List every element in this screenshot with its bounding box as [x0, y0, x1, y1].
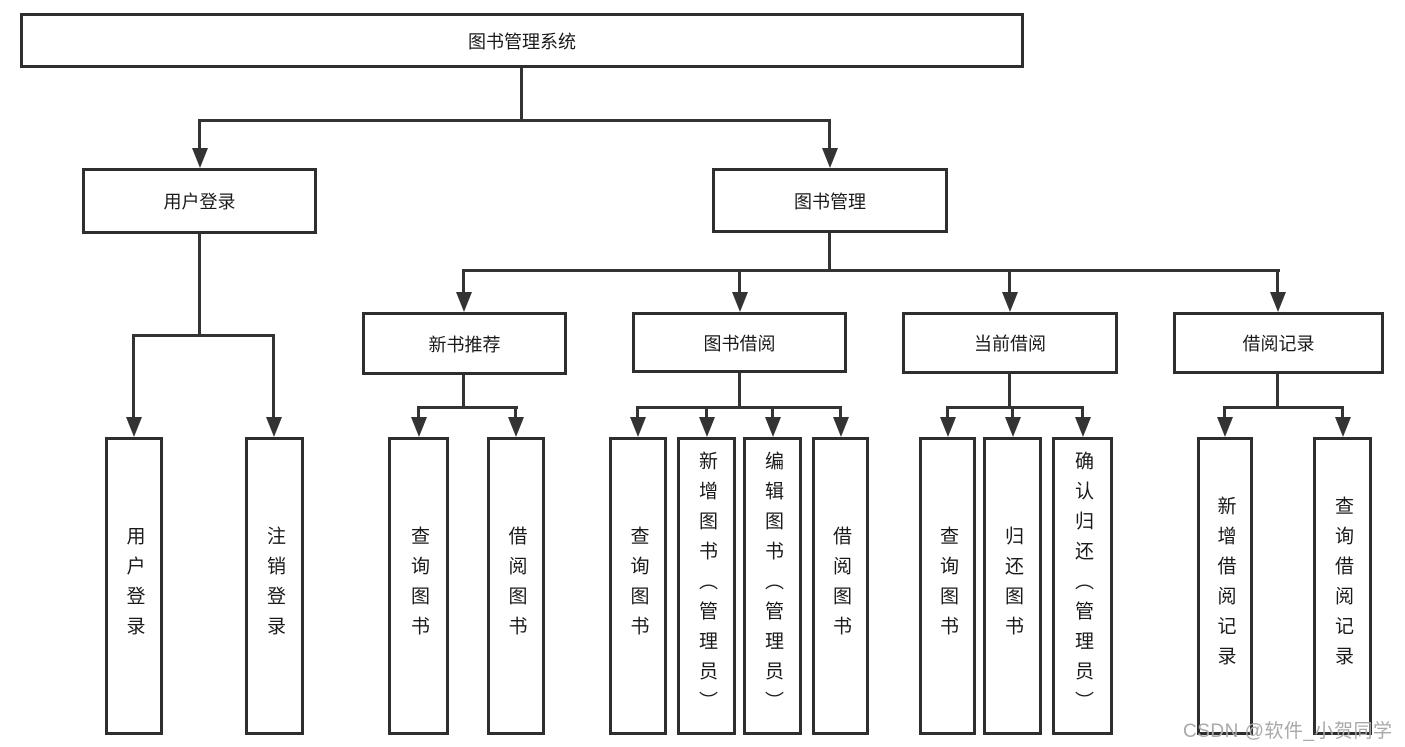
node-label: 确认归还（管理员）: [1072, 451, 1093, 721]
arrow-down-icon: [1334, 406, 1351, 437]
arrow-down-icon: [1269, 269, 1286, 312]
connector-hline: [946, 406, 1084, 409]
node-label: 查询图书: [937, 526, 958, 646]
node-label: 归还图书: [1002, 526, 1023, 646]
node-label: 图书管理: [794, 191, 866, 212]
arrow-down-icon: [265, 334, 282, 437]
connector-hline: [636, 406, 842, 409]
connector-hline: [417, 406, 518, 409]
connector-hline: [199, 119, 831, 122]
arrow-down-icon: [731, 269, 748, 312]
node-label: 查询图书: [408, 526, 429, 646]
leaf-borrow-books: 借阅图书: [812, 437, 869, 735]
node-label: 图书借阅: [703, 333, 776, 354]
node-book-management: 图书管理: [712, 168, 948, 233]
node-label: 当前借阅: [974, 334, 1046, 354]
connector-vline: [462, 374, 465, 409]
connector-vline: [520, 68, 523, 120]
leaf-user-login: 用户登录: [105, 437, 163, 735]
arrow-down-icon: [410, 406, 427, 437]
node-label: 注销登录: [264, 526, 285, 646]
node-label: 借阅图书: [505, 526, 527, 646]
node-label: 查询图书: [627, 526, 649, 646]
connector-vline: [738, 373, 741, 409]
node-label: 图书管理系统: [468, 31, 576, 52]
arrow-down-icon: [1004, 406, 1021, 437]
leaf-add-borrow-record: 新增借阅记录: [1197, 437, 1253, 735]
arrow-down-icon: [125, 334, 142, 437]
node-label: 查询借阅记录: [1332, 496, 1353, 676]
arrow-down-icon: [832, 406, 849, 437]
leaf-query-borrow-record: 查询借阅记录: [1313, 437, 1372, 735]
node-label: 新增图书（管理员）: [696, 451, 717, 721]
leaf-query-books-current: 查询图书: [919, 437, 976, 735]
leaf-query-books-borrow: 查询图书: [609, 437, 667, 735]
node-book-borrow: 图书借阅: [632, 312, 847, 373]
arrow-down-icon: [698, 406, 715, 437]
connector-vline: [828, 233, 831, 271]
connector-vline: [1008, 374, 1011, 409]
node-label: 用户登录: [123, 526, 145, 646]
connector-hline: [463, 269, 1280, 272]
leaf-confirm-return-admin: 确认归还（管理员）: [1052, 437, 1113, 735]
leaf-query-books-recommend: 查询图书: [388, 437, 449, 735]
node-root-library-system: 图书管理系统: [20, 13, 1024, 68]
arrow-down-icon: [1074, 406, 1091, 437]
arrow-down-icon: [191, 119, 208, 168]
leaf-logout: 注销登录: [245, 437, 304, 735]
node-label: 新书推荐: [428, 334, 501, 355]
node-user-login: 用户登录: [82, 168, 317, 234]
csdn-watermark: CSDN @软件_小贺同学: [1183, 721, 1393, 742]
connector-vline: [1276, 374, 1279, 409]
arrow-down-icon: [455, 269, 472, 312]
node-label: 用户登录: [163, 192, 236, 212]
node-label: 编辑图书（管理员）: [762, 451, 783, 721]
node-label: 借阅图书: [830, 526, 851, 646]
arrow-down-icon: [507, 406, 524, 437]
arrow-down-icon: [1001, 269, 1018, 312]
leaf-add-books-admin: 新增图书（管理员）: [677, 437, 736, 735]
arrow-down-icon: [764, 406, 781, 437]
arrow-down-icon: [821, 119, 838, 168]
node-current-borrow: 当前借阅: [902, 312, 1118, 374]
arrow-down-icon: [939, 406, 956, 437]
leaf-borrow-books-recommend: 借阅图书: [487, 437, 545, 735]
node-label: 新增借阅记录: [1214, 496, 1236, 676]
leaf-edit-books-admin: 编辑图书（管理员）: [743, 437, 802, 735]
connector-hline: [1223, 406, 1344, 409]
arrow-down-icon: [629, 406, 646, 437]
arrow-down-icon: [1216, 406, 1233, 437]
leaf-return-books: 归还图书: [983, 437, 1042, 735]
connector-hline: [133, 334, 275, 337]
node-new-book-recommend: 新书推荐: [362, 312, 567, 375]
connector-vline: [198, 234, 201, 336]
node-borrow-records: 借阅记录: [1173, 312, 1384, 374]
node-label: 借阅记录: [1242, 334, 1315, 354]
